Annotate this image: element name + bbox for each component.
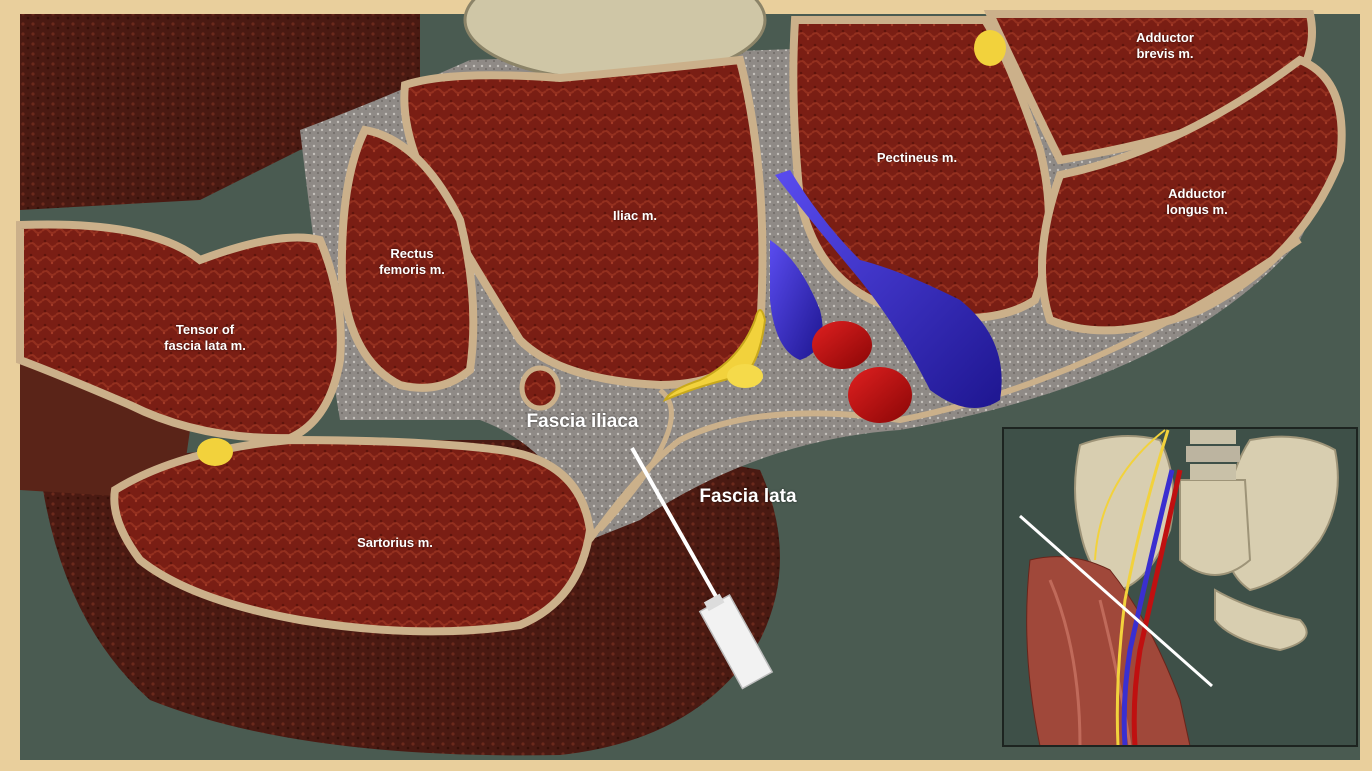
label-fascia-lata: Fascia lata <box>678 485 818 509</box>
label-tensor-fascia-lata: Tensor of fascia lata m. <box>140 322 270 355</box>
label-rectus-femoris: Rectus femoris m. <box>357 246 467 279</box>
label-pectineus: Pectineus m. <box>862 150 972 166</box>
nerve-lateral <box>197 438 233 466</box>
label-sartorius: Sartorius m. <box>330 535 460 551</box>
inset-pelvis-view <box>1003 428 1357 746</box>
femoral-nerve-fascicle <box>727 364 763 388</box>
femoral-artery <box>812 321 872 369</box>
label-adductor-longus: Adductor longus m. <box>1142 186 1252 219</box>
label-iliac: Iliac m. <box>580 208 690 224</box>
label-fascia-iliaca: Fascia iliaca <box>505 410 660 434</box>
nerve-top <box>974 30 1006 66</box>
femoral-artery-branch <box>848 367 912 423</box>
label-adductor-brevis: Adductor brevis m. <box>1110 30 1220 63</box>
small-muscle-section <box>522 368 558 408</box>
